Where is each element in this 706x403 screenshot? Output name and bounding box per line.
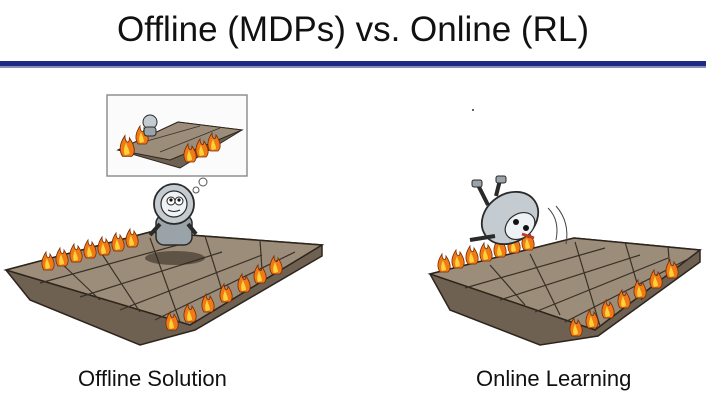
thought-bubble-icon [106, 94, 248, 177]
robot-falling-icon [469, 175, 568, 246]
left-robot-shadow [145, 251, 205, 265]
right-caption: Online Learning [476, 366, 632, 391]
title-underline-shadow [0, 66, 706, 68]
speck [472, 109, 474, 111]
title-underline [0, 61, 706, 66]
slide-title: Offline (MDPs) vs. Online (RL) [117, 10, 589, 49]
right-illustration [427, 109, 702, 346]
thought-dot-small [192, 186, 200, 194]
left-caption: Offline Solution [78, 366, 227, 391]
robot-thinking-icon [148, 183, 198, 246]
thought-dot-medium [198, 177, 208, 187]
left-illustration [3, 94, 325, 346]
